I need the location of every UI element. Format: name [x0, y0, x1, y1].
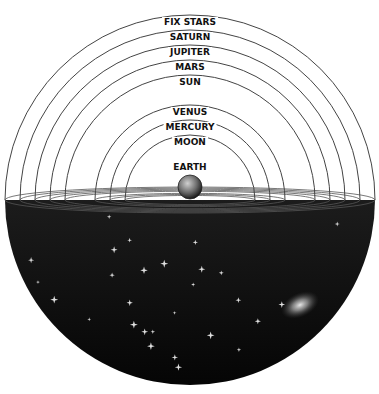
star — [50, 296, 58, 304]
star — [87, 317, 91, 321]
star — [235, 297, 241, 303]
sphere-arc — [5, 15, 375, 200]
star — [198, 266, 205, 273]
star — [107, 214, 111, 218]
star — [160, 260, 168, 268]
star — [173, 311, 177, 315]
sphere-arc — [35, 45, 345, 200]
star — [191, 282, 195, 286]
sphere-label: SATURN — [168, 32, 213, 42]
star — [207, 331, 215, 339]
sphere-label: MARS — [173, 62, 206, 72]
sphere-arcs — [5, 15, 375, 200]
star — [193, 240, 198, 245]
star — [127, 300, 133, 306]
sphere-arc — [110, 120, 270, 200]
star — [141, 328, 148, 335]
sphere-arc — [65, 75, 315, 200]
star — [219, 270, 224, 275]
stars — [28, 214, 340, 370]
sphere-label: MOON — [172, 137, 208, 147]
star — [36, 280, 40, 284]
sphere-arc — [20, 30, 360, 200]
sphere-label: VENUS — [171, 107, 209, 117]
sphere-label: SUN — [177, 77, 202, 87]
star — [140, 267, 147, 274]
sphere-arc — [125, 135, 255, 200]
star — [335, 222, 340, 227]
star — [147, 342, 155, 350]
star — [109, 272, 114, 277]
sphere-label: MERCURY — [164, 122, 217, 132]
sphere-label: JUPITER — [168, 47, 212, 57]
lower-hemisphere — [5, 200, 375, 385]
star — [111, 246, 118, 253]
star — [175, 364, 182, 371]
earth-label: EARTH — [171, 162, 208, 172]
star — [255, 318, 261, 324]
star — [127, 238, 132, 243]
sphere-arc — [50, 60, 330, 200]
galaxy — [277, 286, 323, 325]
sphere-label: FIX STARS — [162, 17, 218, 27]
star — [151, 330, 155, 334]
sphere-arc — [95, 105, 285, 200]
star — [130, 321, 138, 329]
star — [28, 257, 34, 263]
earth-globe — [178, 175, 202, 199]
star — [237, 348, 241, 352]
star — [172, 354, 178, 360]
